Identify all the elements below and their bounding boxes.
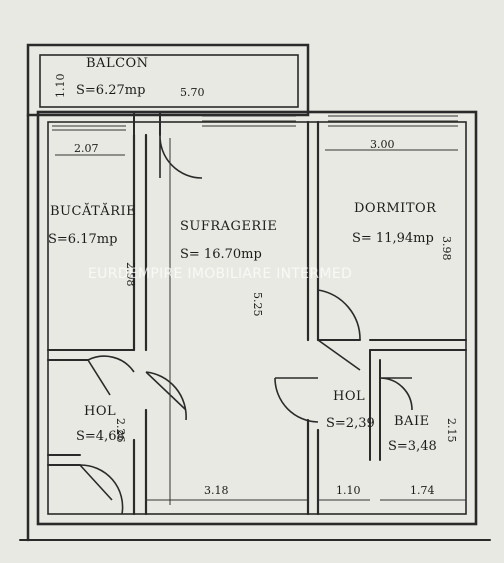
window-bedroom — [328, 115, 458, 127]
door-balcon — [159, 134, 203, 179]
door-entry — [79, 464, 124, 515]
room-area-bucatarie: S=6.17mp — [48, 232, 117, 247]
dim-balcon-width: 5.70 — [180, 86, 205, 99]
door-living — [145, 371, 187, 421]
door-living-hol — [274, 377, 319, 423]
room-area-balcon: S=6.27mp — [76, 83, 145, 98]
labels: BALCON S=6.27mp 5.70 1.10 2.07 BUCĂTĂRIE… — [48, 56, 458, 497]
room-area-dormitor: S= 11,94mp — [352, 231, 434, 246]
dim-dormitor-width: 3.00 — [370, 138, 395, 151]
door-baie — [379, 377, 413, 411]
balcon-inner — [39, 54, 299, 108]
room-name-dormitor: DORMITOR — [354, 201, 437, 216]
dim-baie-width: 1.74 — [410, 484, 435, 497]
dim-hol2-width: 1.10 — [336, 484, 361, 497]
windows — [52, 115, 458, 131]
room-name-hol-1: HOL — [84, 404, 116, 419]
dim-bucatarie-width: 2.07 — [74, 142, 99, 155]
room-name-balcon: BALCON — [86, 56, 149, 71]
dim-sufragerie-height: 5.25 — [251, 292, 264, 317]
dim-bucatarie-height: 2.98 — [124, 262, 137, 287]
outer-wall — [36, 110, 478, 526]
room-area-sufragerie: S= 16.70mp — [180, 247, 262, 262]
inner-wall — [47, 121, 467, 515]
door-kitchen — [87, 355, 135, 396]
dim-dormitor-height: 3.98 — [440, 236, 453, 261]
walls — [19, 43, 491, 542]
dim-sufragerie-width: 3.18 — [204, 484, 229, 497]
room-name-baie: BAIE — [394, 414, 430, 429]
dimension-lines — [55, 138, 466, 505]
room-area-hol-2: S=2,39 — [326, 416, 375, 431]
window-living — [202, 115, 296, 127]
doors — [79, 134, 413, 515]
room-name-sufragerie: SUFRAGERIE — [180, 219, 277, 234]
room-area-baie: S=3,48 — [388, 439, 437, 454]
room-name-hol-2: HOL — [333, 389, 365, 404]
dim-balcon-depth: 1.10 — [54, 74, 67, 99]
window-kitchen — [52, 121, 126, 131]
dim-hol-height: 2.26 — [114, 418, 127, 443]
door-bedroom — [317, 289, 361, 371]
watermark: EURDEMPIRE IMOBILIARE INTERMED — [88, 266, 352, 282]
dim-baie-height: 2.15 — [445, 418, 458, 443]
room-name-bucatarie: BUCĂTĂRIE — [50, 203, 136, 219]
room-area-hol-1: S=4,68 — [76, 429, 125, 444]
balcon-outline — [26, 43, 310, 117]
